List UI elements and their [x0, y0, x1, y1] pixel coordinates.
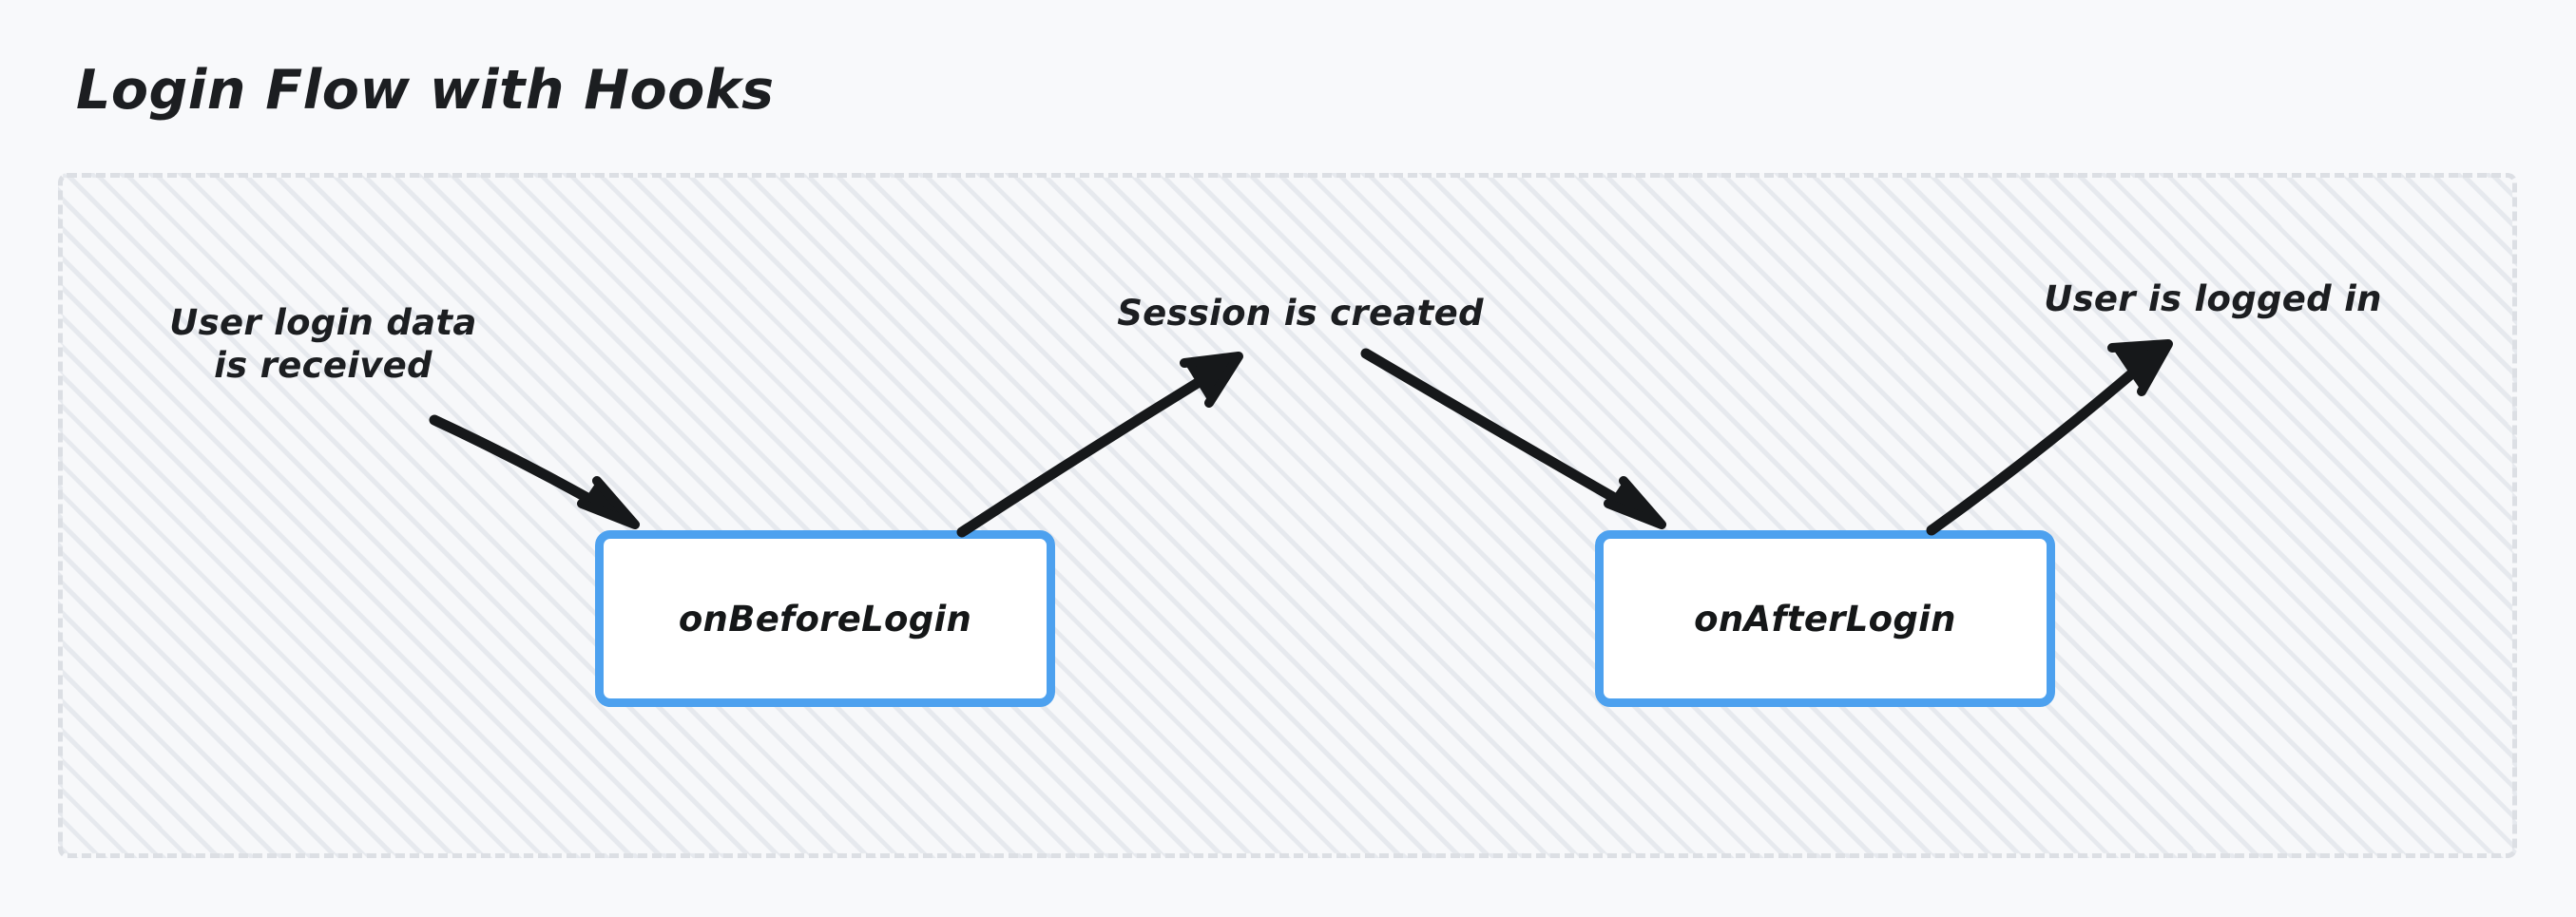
page-title: Login Flow with Hooks: [76, 59, 775, 122]
edge-label-session-is-created: Session is created: [1117, 293, 1484, 334]
node-onbeforelogin[interactable]: onBeforeLogin: [595, 530, 1055, 707]
edge-label-user-login-data-received: User login data is received: [169, 302, 477, 387]
edge-label-user-is-logged-in: User is logged in: [2044, 278, 2382, 319]
node-onafterlogin[interactable]: onAfterLogin: [1595, 530, 2055, 707]
node-onafterlogin-label: onAfterLogin: [1694, 598, 1956, 640]
flow-container: [58, 173, 2517, 858]
node-onbeforelogin-label: onBeforeLogin: [678, 598, 972, 640]
